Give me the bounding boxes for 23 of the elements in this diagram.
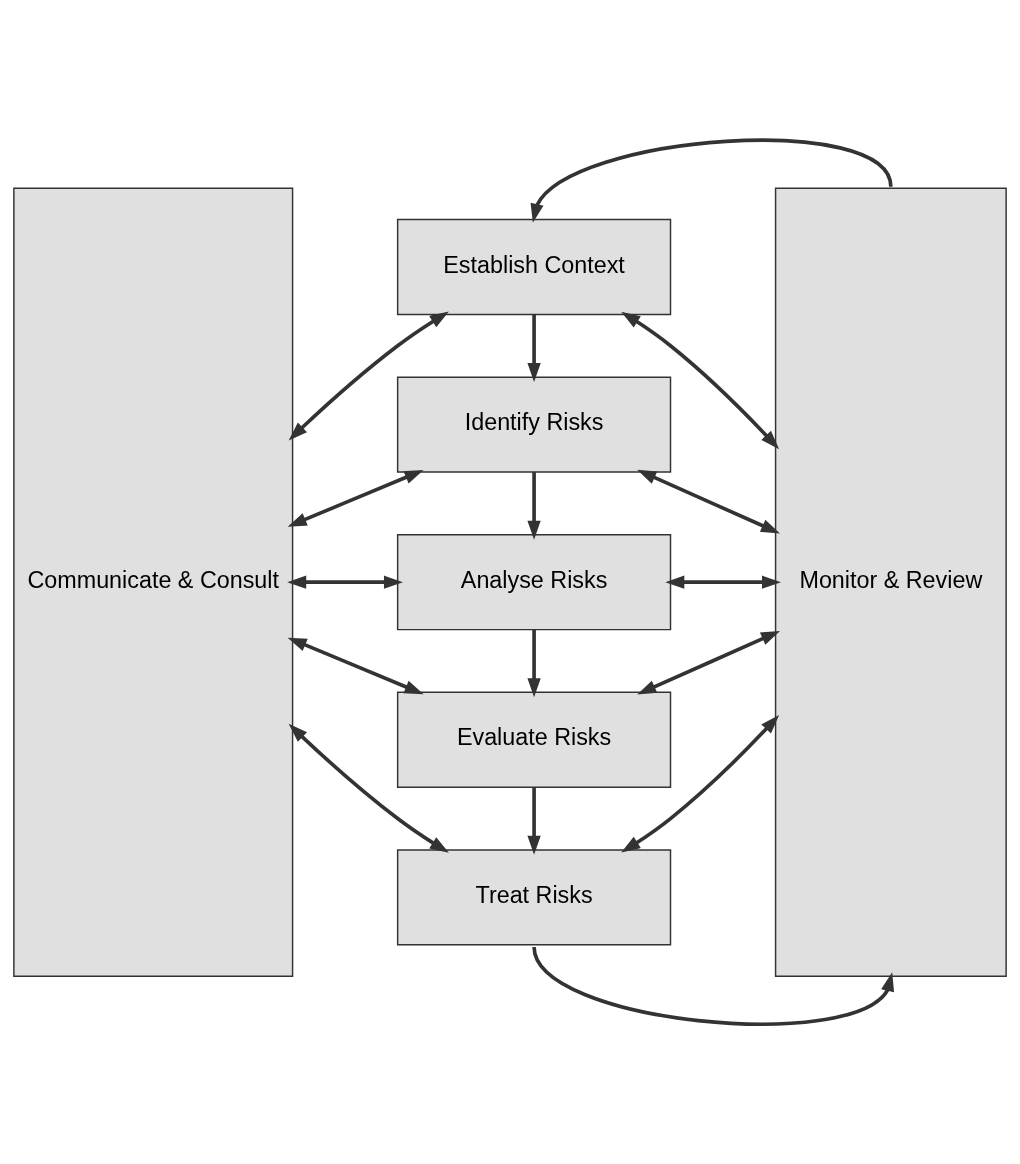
node-box: Monitor & Review [774, 187, 1007, 977]
node-box: Treat Risks [396, 849, 672, 946]
node-box: Identify Risks [396, 376, 672, 473]
arrow [665, 575, 781, 589]
arrow [288, 723, 449, 853]
node-box: Communicate & Consult [13, 187, 294, 977]
arrow [527, 629, 541, 698]
node-box: Establish Context [396, 218, 672, 316]
arrow [530, 138, 893, 223]
arrow [287, 637, 424, 695]
node-box: Analyse Risks [396, 534, 672, 631]
arrow [527, 314, 541, 383]
arrow [621, 715, 780, 853]
arrow [637, 630, 780, 695]
arrow [527, 787, 541, 855]
arrow [287, 575, 403, 589]
arrow [288, 311, 449, 441]
arrow [621, 311, 780, 450]
arrow [532, 946, 895, 1026]
arrow [287, 470, 424, 527]
arrow [527, 472, 541, 540]
arrow [637, 469, 780, 534]
node-box: Evaluate Risks [396, 691, 672, 788]
